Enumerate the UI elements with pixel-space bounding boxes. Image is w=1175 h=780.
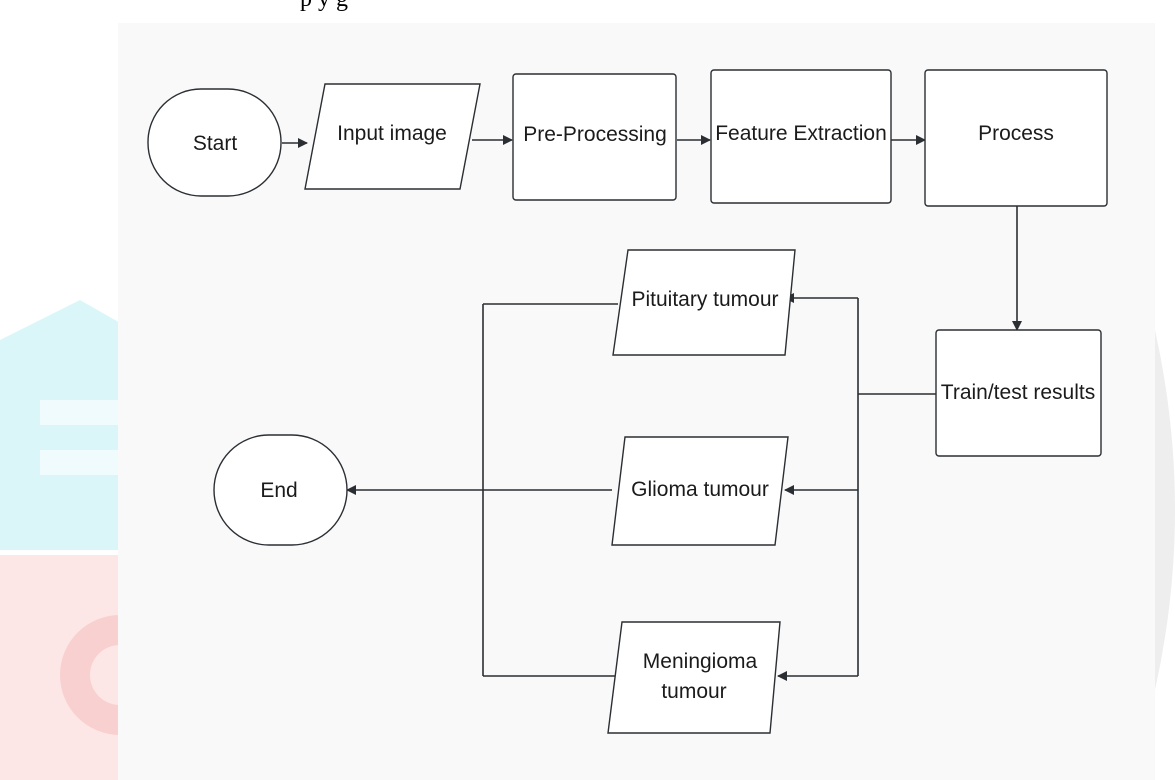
meningioma-label-line2: tumour [661, 680, 726, 703]
nodes [147, 69, 1108, 734]
feature-extraction-node [710, 69, 892, 204]
end-terminal [213, 434, 348, 546]
feature-extraction-label: Feature Extraction [715, 122, 887, 145]
preprocessing-label: Pre-Processing [523, 123, 667, 146]
watermark-arc-shape [1135, 330, 1175, 690]
pituitary-tumour-label: Pituitary tumour [631, 288, 778, 311]
start-terminal [147, 88, 282, 197]
pituitary-tumour-node [612, 249, 796, 356]
process-label: Process [978, 122, 1054, 145]
train-test-results-node [935, 329, 1102, 457]
meningioma-label-line1: Meningioma [643, 650, 758, 673]
process-node [924, 69, 1108, 207]
train-test-results-label: Train/test results [941, 381, 1095, 404]
preprocessing-node [512, 73, 677, 201]
start-label: Start [193, 132, 238, 155]
input-image-node [304, 83, 481, 190]
glioma-tumour-label: Glioma tumour [631, 478, 769, 501]
end-label: End [260, 479, 297, 502]
node-labels: Start Input image Pre-Processing Feature… [193, 122, 1095, 703]
clipped-caption-text: p y g [300, 0, 348, 13]
connectors [282, 135, 1022, 681]
input-image-label: Input image [337, 122, 447, 145]
meningioma-tumour-node [607, 621, 781, 734]
glioma-tumour-node [611, 436, 789, 546]
